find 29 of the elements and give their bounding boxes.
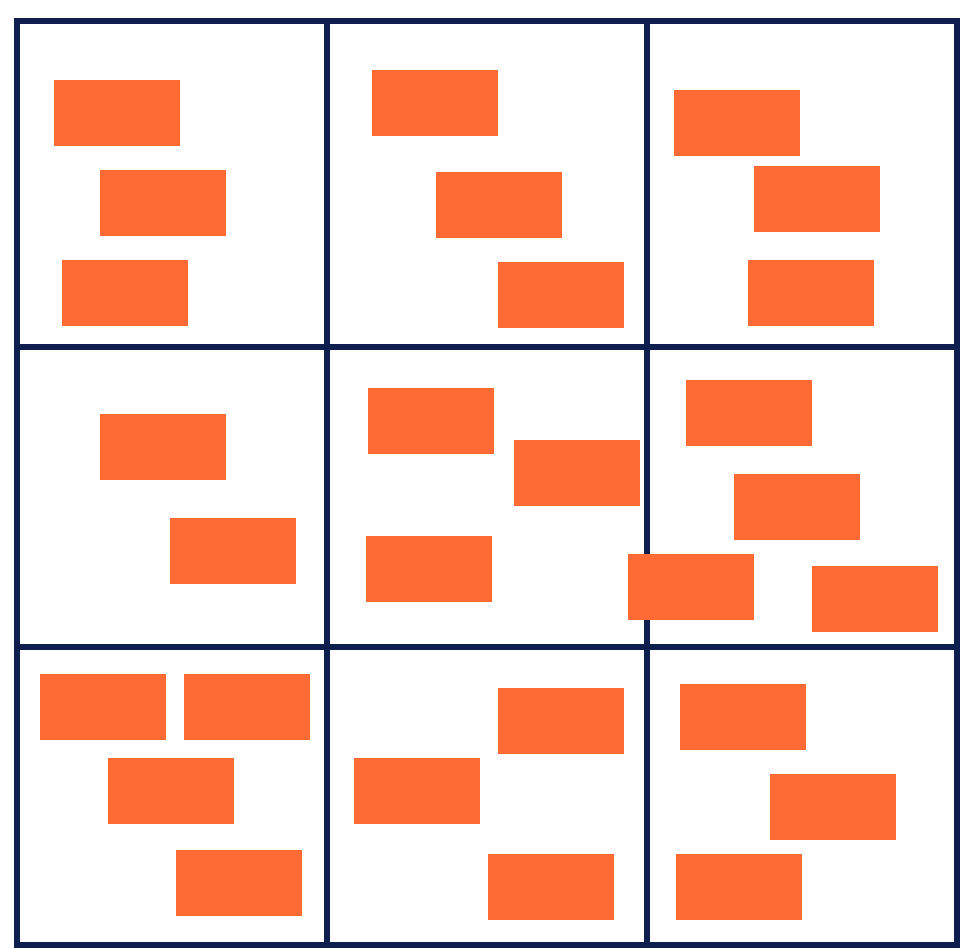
sticky-note <box>170 518 296 584</box>
sticky-note <box>770 774 896 840</box>
sticky-note <box>498 262 624 328</box>
sticky-note <box>748 260 874 326</box>
sticky-note <box>40 674 166 740</box>
sticky-note <box>514 440 640 506</box>
sticky-note <box>366 536 492 602</box>
sticky-note <box>676 854 802 920</box>
sticky-note <box>812 566 938 632</box>
sticky-note <box>680 684 806 750</box>
sticky-note <box>100 414 226 480</box>
sticky-note <box>686 380 812 446</box>
grid-cell <box>13 17 329 349</box>
sticky-note <box>100 170 226 236</box>
sticky-note <box>108 758 234 824</box>
sticky-note <box>62 260 188 326</box>
sticky-note <box>54 80 180 146</box>
sticky-note <box>628 554 754 620</box>
sticky-note <box>436 172 562 238</box>
sticky-note <box>498 688 624 754</box>
sticky-note <box>372 70 498 136</box>
sticky-note <box>184 674 310 740</box>
sticky-note <box>754 166 880 232</box>
sticky-note <box>176 850 302 916</box>
sticky-note <box>354 758 480 824</box>
sticky-note <box>674 90 800 156</box>
sticky-note <box>368 388 494 454</box>
sticky-note <box>488 854 614 920</box>
sticky-note <box>734 474 860 540</box>
